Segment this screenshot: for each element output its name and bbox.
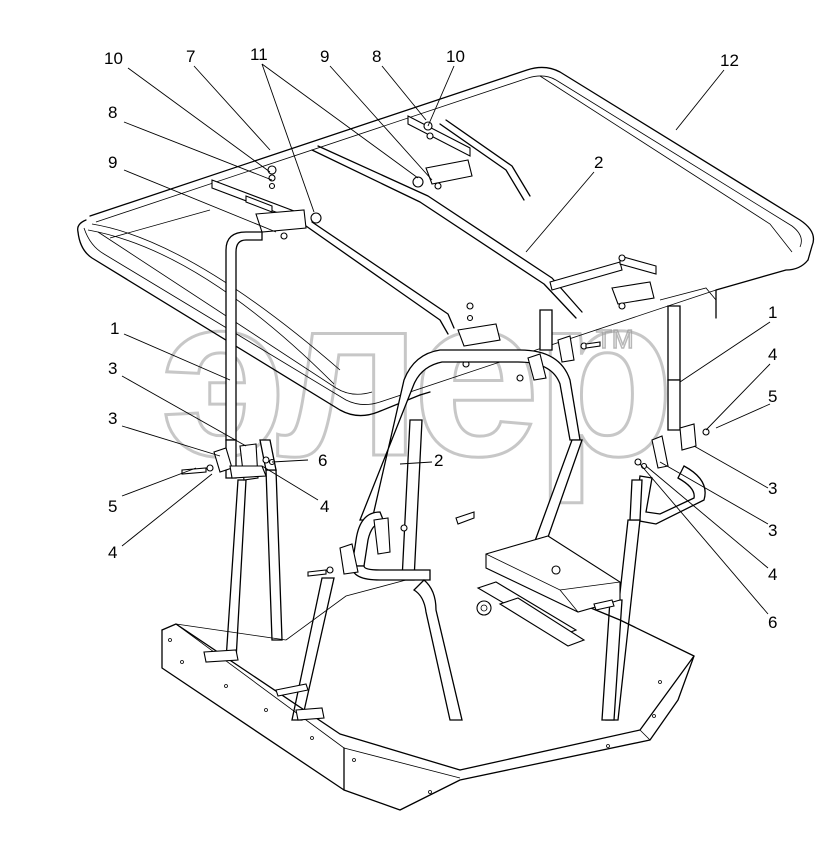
base-platform	[161, 511, 695, 811]
callout-label: 10	[446, 47, 465, 66]
callout-label: 3	[768, 521, 777, 540]
callout-label: 4	[320, 497, 329, 516]
callout-label: 10	[104, 49, 123, 68]
callout-label: 2	[434, 451, 443, 470]
callout-label: 8	[372, 47, 381, 66]
callout-label: 3	[108, 409, 117, 428]
callout-label: 1	[768, 303, 777, 322]
canopy-roof	[77, 66, 815, 417]
callout-label: 5	[108, 497, 117, 516]
callout-label: 5	[768, 387, 777, 406]
callout-labels: 10 7 11 9 8 10 12 8 9 2 1 1 4 5 3 3 6 2 …	[104, 45, 777, 632]
callout-label: 4	[768, 565, 777, 584]
roof-straps	[305, 119, 583, 335]
callout-label: 9	[320, 47, 329, 66]
clamp-brackets	[181, 335, 710, 577]
callout-label: 4	[108, 543, 117, 562]
callout-label: 12	[720, 51, 739, 70]
callout-label: 6	[768, 613, 777, 632]
callout-label: 4	[768, 345, 777, 364]
callout-label: 3	[108, 359, 117, 378]
callout-label: 11	[250, 45, 268, 64]
callout-label: 8	[108, 103, 117, 122]
callout-label: 7	[186, 47, 195, 66]
callout-label: 3	[768, 479, 777, 498]
leader-lines	[121, 63, 771, 615]
callout-label: 9	[108, 153, 117, 172]
callout-label: 6	[318, 451, 327, 470]
callout-label: 1	[110, 319, 119, 338]
callout-label: 2	[594, 153, 603, 172]
